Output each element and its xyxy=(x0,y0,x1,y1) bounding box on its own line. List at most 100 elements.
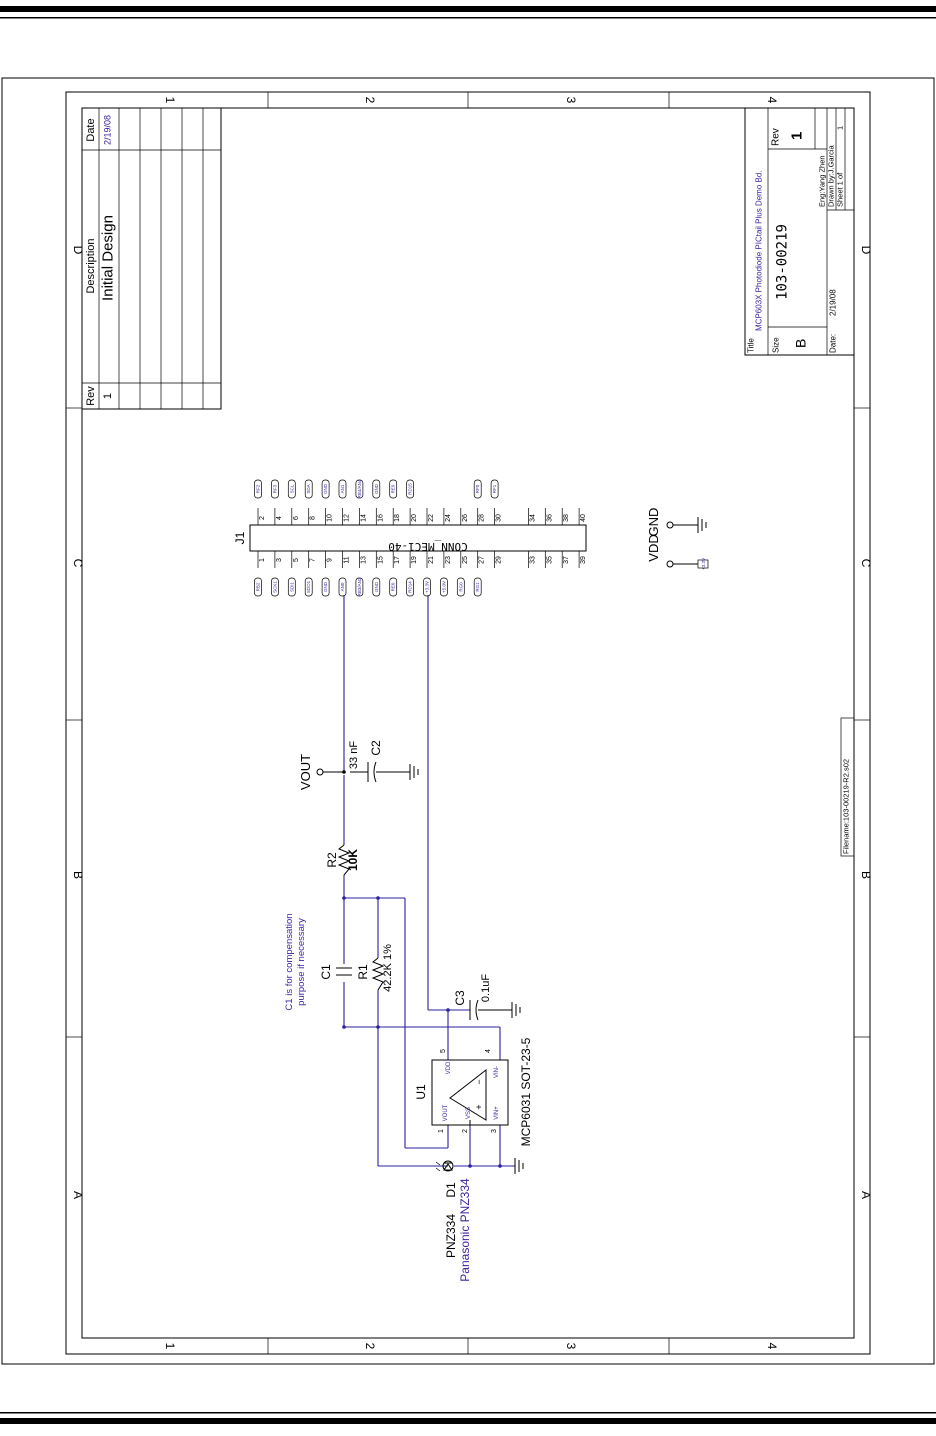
gnd-symbol xyxy=(697,517,707,533)
j1-odd-pin-number: 37 xyxy=(563,556,570,564)
j1-odd-net-tag xyxy=(423,577,431,597)
c3-ground xyxy=(511,1002,521,1018)
zone-col-3-top: 3 xyxy=(564,97,578,104)
j1-even-pin-number: 12 xyxy=(344,514,351,522)
c3-value: 0.1uF xyxy=(480,974,492,1002)
j1-odd-net-label: RG0 xyxy=(458,582,463,592)
zone-col-1-bottom: 1 xyxy=(163,1343,177,1350)
j1-even-pin-number: 28 xyxy=(479,514,486,522)
j1-odd-pin-number: 19 xyxy=(411,556,418,564)
footer-bar xyxy=(0,1418,936,1424)
photodiode-icon xyxy=(442,1160,454,1172)
j1-odd-net-label: SDI1 xyxy=(289,582,294,593)
date-header: Date xyxy=(85,118,97,141)
u1-pin4: 4 xyxy=(485,1049,492,1053)
rev-header: Rev xyxy=(85,386,97,406)
j1-odd-pin-number: 25 xyxy=(462,556,469,564)
zone-row-a-right: A xyxy=(859,1191,873,1199)
sheet-total: 1 xyxy=(836,126,845,130)
size-label: Size xyxy=(772,337,781,353)
j1-odd-pin-number: 33 xyxy=(529,556,536,564)
drawn-by: Drawn by:J.Garcia xyxy=(827,144,836,207)
zone-col-1-top: 1 xyxy=(163,97,177,104)
description-header: Description xyxy=(85,238,97,293)
r2-value: 10K xyxy=(346,849,360,871)
j1-even-net-label: GND xyxy=(323,483,328,494)
j1-odd-pin-number: 29 xyxy=(496,556,503,564)
j1-even-net-tag xyxy=(473,479,482,499)
gnd-terminal xyxy=(666,521,674,529)
j1-even-pin-number: 14 xyxy=(360,514,367,522)
zone-labels: 1 2 3 4 1 2 3 4 D C B A D C B A xyxy=(71,97,873,1350)
footer-rule xyxy=(0,1412,936,1414)
j1-odd-net-label: SCK1 xyxy=(272,581,277,593)
drawing-inner-border xyxy=(81,107,855,1339)
j1-even-pin-number: 10 xyxy=(327,514,334,522)
j1-odd-net-label: RG1 xyxy=(475,582,480,592)
j1-odd-pin-number: 1 xyxy=(259,558,266,562)
zone-row-b-right: B xyxy=(859,871,873,879)
j1-odd-pin-number: 17 xyxy=(394,556,401,564)
j1-odd-net-tag xyxy=(355,577,364,597)
u1-pin-vdd: VDD xyxy=(446,1061,452,1074)
capacitor-c1: C1 C1 is for compensation purpose if nec… xyxy=(284,913,352,1011)
u1-pin-vinm: VIN- xyxy=(494,1066,500,1078)
header-bar xyxy=(0,6,936,12)
d1-ref: D1 xyxy=(444,1182,458,1198)
r2-ref: R2 xyxy=(325,852,339,868)
j1-even-pin-number: 36 xyxy=(546,514,553,522)
capacitor-c2: 33 nF C2 xyxy=(348,740,419,783)
j1-even-pin-number: 2 xyxy=(259,516,266,520)
j1-even-pin-number: 30 xyxy=(496,514,503,522)
j1-odd-net-tag xyxy=(440,577,448,597)
u1-pin-vout: VOUT xyxy=(443,1104,449,1121)
j1-odd-net-tag xyxy=(271,577,279,597)
c1-note-line2: purpose if necessary xyxy=(296,918,307,1006)
j1-odd-pin-number: 7 xyxy=(310,558,317,562)
j1-even-net-tag xyxy=(254,479,262,499)
title-label: Title xyxy=(747,338,756,353)
j1-odd-pin-number: 27 xyxy=(479,556,486,564)
j1-odd-net-tag xyxy=(406,577,414,597)
vdd-label: VDD xyxy=(646,534,661,561)
d1-part: PNZ334 xyxy=(444,1214,458,1258)
j1-even-pin-number: 26 xyxy=(462,514,469,522)
j1-body xyxy=(249,524,587,552)
j1-odd-net-label: RB2 xyxy=(256,582,261,591)
outer-frame xyxy=(1,77,935,1365)
resistor-r1: R1 42.2K 1% xyxy=(356,944,394,992)
j1-even-net-tag xyxy=(389,479,398,499)
j1-odd-net-label: SDO1 xyxy=(306,580,311,593)
svg-text:+: + xyxy=(474,1104,484,1109)
j1-odd-net-label: RB3/AN3 xyxy=(357,577,362,596)
j1-even-pin-number: 16 xyxy=(377,514,384,522)
title-block: Title MCP603X Photodiode PICtail Plus De… xyxy=(744,107,855,857)
vout-node: VOUT xyxy=(298,754,346,790)
j1-even-net-tag xyxy=(321,479,330,499)
c1-note-line1: C1 is for compensation xyxy=(284,913,295,1010)
zone-row-a-left: A xyxy=(71,1191,85,1199)
j1-odd-net-label: +3.3V xyxy=(425,581,430,593)
j1-odd-net-tag xyxy=(456,577,465,597)
j1-odd-net-tag xyxy=(287,577,296,597)
u1-pin3: 3 xyxy=(491,1129,498,1133)
u1-pin1: 1 xyxy=(438,1129,445,1133)
u1-pin2: 2 xyxy=(462,1129,469,1133)
capacitor-c3: C3 0.1uF xyxy=(453,974,521,1021)
j1-even-net-tag xyxy=(287,479,296,499)
filename: Filename:103-00219-R2.s02 xyxy=(842,759,851,854)
j1-odd-net-tag xyxy=(372,577,381,597)
j1-even-pin-number: 34 xyxy=(529,514,536,522)
zone-col-4-bottom: 4 xyxy=(765,1343,779,1350)
sheet-label: Sheet 1 of xyxy=(836,172,845,207)
vout-label: VOUT xyxy=(298,754,313,790)
c1-ref: C1 xyxy=(319,964,333,980)
j1-even-net-tag xyxy=(406,479,414,499)
u1-part: MCP6031 SOT-23-5 xyxy=(519,1037,533,1146)
vdd-tag-label: +3.3V xyxy=(701,558,706,570)
j1-even-pin-number: 6 xyxy=(293,516,300,520)
j1-odd-pin-number: 23 xyxy=(445,556,452,564)
j1-even-net-label: SCL xyxy=(289,484,294,493)
c2-ground xyxy=(409,764,419,780)
